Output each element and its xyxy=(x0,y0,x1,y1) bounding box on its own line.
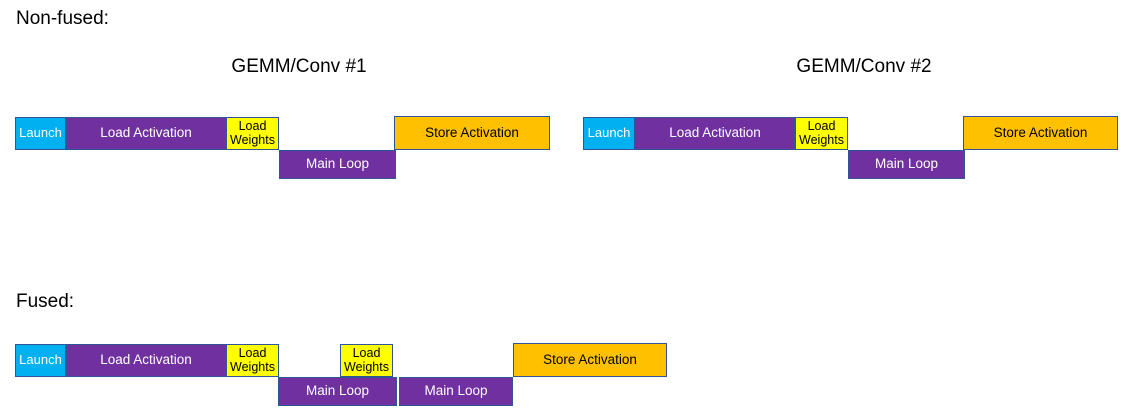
section-label-non-fused: Non-fused: xyxy=(16,8,109,29)
bar-store-activation: Store Activation xyxy=(513,343,667,377)
bar-load-weights: Load Weights xyxy=(226,344,279,377)
bar-load-activation: Load Activation xyxy=(635,117,795,150)
bar-launch: Launch xyxy=(15,344,66,377)
section-label-fused: Fused: xyxy=(16,291,75,312)
bar-store-activation: Store Activation xyxy=(963,116,1118,150)
bar-main-loop: Main Loop xyxy=(278,377,397,406)
bar-main-loop: Main Loop xyxy=(848,150,965,179)
bar-load-activation: Load Activation xyxy=(66,344,226,377)
bar-launch: Launch xyxy=(15,117,66,150)
bar-load-weights: Load Weights xyxy=(340,344,393,377)
bar-load-weights: Load Weights xyxy=(226,117,279,150)
bar-main-loop: Main Loop xyxy=(399,377,513,406)
bar-load-activation: Load Activation xyxy=(66,117,226,150)
group-title-gemm-conv-2: GEMM/Conv #2 xyxy=(796,56,932,77)
bar-main-loop: Main Loop xyxy=(279,150,396,179)
bar-launch: Launch xyxy=(583,117,635,150)
bar-load-weights: Load Weights xyxy=(795,117,848,150)
group-title-gemm-conv-1: GEMM/Conv #1 xyxy=(231,56,367,77)
bar-store-activation: Store Activation xyxy=(394,116,550,150)
